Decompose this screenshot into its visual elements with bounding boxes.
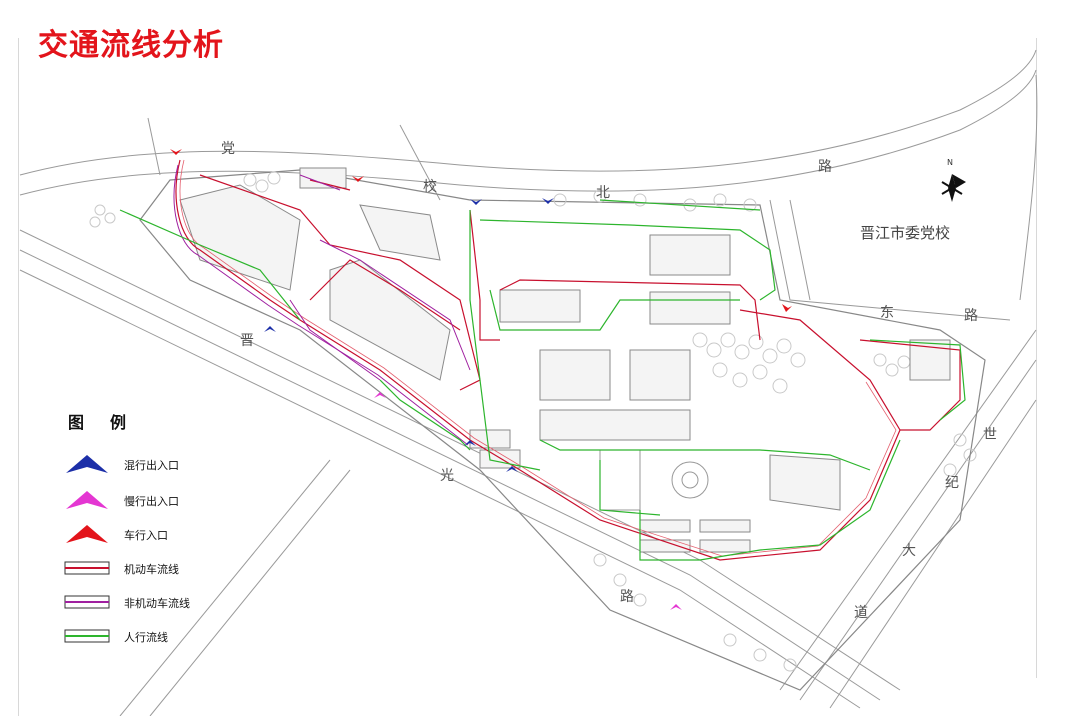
- legend-item-mixed: 混行出入口: [60, 453, 260, 477]
- legend-item-nonmotor-flow: 非机动车流线: [60, 591, 260, 615]
- river-edge: [1019, 74, 1038, 301]
- building-south-row-1: [639, 519, 691, 533]
- legend-title: 图例: [68, 413, 153, 432]
- building-center-north: [499, 289, 581, 323]
- legend-item-ped-flow: 人行流线: [60, 625, 260, 649]
- road-label-century-2: 纪: [945, 475, 959, 491]
- legend-label-mixed: 混行出入口: [124, 459, 179, 472]
- frame-left-border: [18, 38, 19, 716]
- legend-item-slow: 慢行出入口: [60, 489, 260, 513]
- road-label-south-1: 晋: [240, 333, 254, 349]
- building-northeast: [649, 234, 731, 276]
- legend-label-nonmotor-flow: 非机动车流线: [124, 597, 190, 610]
- buildings: [179, 167, 951, 553]
- road-south-edge-2: [19, 249, 881, 701]
- building-west-hall-2: [329, 259, 451, 381]
- road-vertical-2: [147, 117, 161, 176]
- road-century-2: [799, 359, 1037, 701]
- building-south-row-4: [699, 539, 751, 553]
- road-north-edge-1: [19, 49, 1037, 176]
- legend-label-motor-flow: 机动车流线: [124, 563, 179, 576]
- road-label-century-3: 大: [902, 543, 916, 559]
- plaza: [599, 449, 709, 511]
- road-diag-sw: [119, 459, 331, 716]
- road-label-top-1: 党: [221, 141, 235, 157]
- building-southeast-arc: [769, 454, 841, 511]
- legend-item-vehicle: 车行入口: [60, 523, 260, 547]
- road-east-2: [789, 199, 811, 301]
- double-line-icon: [64, 561, 110, 575]
- triangle-arrow-icon: [66, 525, 108, 543]
- road-label-east-1: 东: [880, 305, 894, 321]
- slow-entrance-arrow-2: [670, 604, 682, 610]
- building-center-south: [539, 409, 691, 441]
- pedestrian-flow: [119, 199, 966, 561]
- road-label-south-2: 光: [440, 468, 454, 484]
- road-label-top-4: 路: [818, 159, 832, 175]
- site-boundary: [139, 169, 986, 691]
- road-label-south-3: 路: [620, 589, 634, 605]
- building-center-main: [539, 349, 611, 401]
- road-label-top-2: 校: [423, 179, 437, 195]
- road-century-3: [829, 399, 1037, 709]
- mixed-entrance-arrow-5: [506, 466, 518, 472]
- party-school-label: 晋江市委党校: [860, 224, 951, 242]
- building-north-block: [359, 204, 441, 261]
- road-south-edge-3: [19, 269, 861, 709]
- building-center-north-2: [649, 291, 731, 325]
- vehicle-entrance-arrow-2: [352, 176, 364, 182]
- mixed-entrance-arrow-4: [464, 440, 476, 446]
- road-north-edge-2: [19, 69, 1037, 196]
- road-vertical: [399, 124, 441, 201]
- road-century-1: [779, 329, 1037, 691]
- building-center-main-2: [629, 349, 691, 401]
- road-east-1: [769, 199, 1011, 321]
- page-title: 交通流线分析: [38, 28, 224, 63]
- road-label-east-2: 路: [964, 308, 978, 324]
- building-west-hall: [179, 184, 301, 291]
- legend-label-vehicle: 车行入口: [124, 529, 168, 542]
- legend-label-ped-flow: 人行流线: [124, 631, 168, 644]
- road-diag-sw-2: [149, 469, 351, 716]
- slow-entrance-arrow-1: [374, 392, 386, 398]
- triangle-arrow-icon: [66, 455, 108, 473]
- double-line-icon: [64, 629, 110, 643]
- building-small-north: [299, 167, 347, 189]
- mixed-entrance-arrow-2: [542, 198, 554, 204]
- tree-clusters: [89, 171, 977, 672]
- vehicle-entrance-arrow-1: [170, 149, 182, 155]
- double-line-icon: [64, 595, 110, 609]
- road-label-century-4: 道: [854, 605, 868, 621]
- road-network: [19, 49, 1038, 716]
- legend-item-motor-flow: 机动车流线: [60, 557, 260, 581]
- triangle-arrow-icon: [66, 491, 108, 509]
- frame-right-border: [1036, 38, 1037, 678]
- mixed-entrance-arrow-1: [470, 199, 482, 205]
- vehicle-entrance-arrow-3: [782, 304, 792, 312]
- north-arrow-icon: [941, 174, 966, 202]
- entrance-markers: [170, 149, 792, 610]
- road-label-century-1: 世: [983, 427, 997, 443]
- mixed-entrance-arrow-3: [264, 326, 276, 332]
- legend-label-slow: 慢行出入口: [124, 495, 179, 508]
- north-mark-label: N: [947, 158, 953, 167]
- building-south-row-2: [699, 519, 751, 533]
- road-label-top-3: 北: [596, 185, 610, 201]
